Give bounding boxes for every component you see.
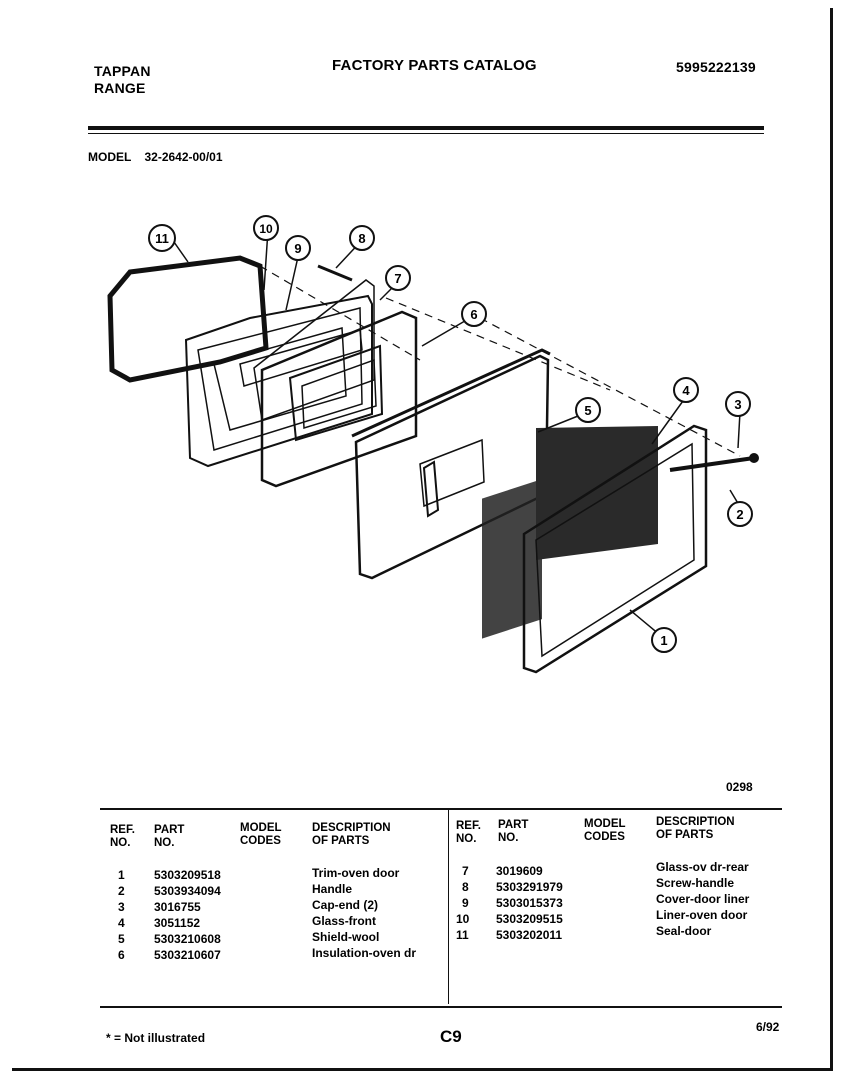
page-frame: [12, 8, 833, 1071]
part-4-shield: [482, 479, 542, 639]
part-6-panel: [260, 310, 418, 488]
svg-text:4: 4: [682, 383, 690, 398]
svg-text:3: 3: [734, 397, 741, 412]
svg-text:1: 1: [660, 633, 667, 648]
callout-9: 9: [285, 235, 311, 261]
not-illustrated-note: * = Not illustrated: [106, 1031, 206, 1045]
catalog-title: FACTORY PARTS CATALOG: [332, 57, 537, 74]
catalog-number: 5995222139: [676, 59, 756, 75]
callout-4: 4: [673, 377, 699, 403]
callout-7: 7: [385, 265, 411, 291]
brand-name: TAPPAN: [94, 63, 151, 79]
svg-text:8: 8: [358, 231, 365, 246]
svg-text:7: 7: [394, 271, 401, 286]
callout-11: 11: [148, 224, 176, 252]
svg-text:6: 6: [470, 307, 477, 322]
revision-date: 6/92: [756, 1020, 780, 1034]
svg-text:11: 11: [155, 231, 169, 246]
part-2-handle: [669, 456, 755, 472]
callout-3: 3: [725, 391, 751, 417]
page-number: C9: [440, 1027, 462, 1046]
svg-text:9: 9: [294, 241, 301, 256]
header-rule: [88, 126, 764, 130]
th-ref-left: REF.NO.: [110, 824, 135, 849]
part-3-cap: [749, 453, 759, 463]
part-11-seal: [107, 255, 269, 383]
part-9-cover: [239, 329, 363, 387]
model-label: MODEL: [88, 150, 132, 164]
callout-2: 2: [727, 501, 753, 527]
model-line: MODEL 32-2642-00/01: [88, 150, 223, 164]
svg-text:10: 10: [259, 222, 273, 236]
callout-1: 1: [651, 627, 677, 653]
callout-10: 10: [253, 215, 279, 241]
part-1-trim: [522, 424, 708, 674]
figure-code: 0298: [726, 780, 753, 794]
model-number: 32-2642-00/01: [144, 150, 223, 164]
exploded-door-diagram: 11 10 9 8 7 6 5 4 3 2 1: [107, 215, 759, 674]
callout-5: 5: [575, 397, 601, 423]
parts-table: [100, 808, 782, 1008]
part-7-glass-rear: [253, 279, 375, 422]
table-divider: [448, 808, 449, 1004]
th-ref-right: REF.NO.: [456, 820, 481, 845]
header-rule-thin: [88, 133, 764, 134]
product-type: RANGE: [94, 80, 146, 96]
svg-text:2: 2: [736, 507, 743, 522]
callout-8: 8: [349, 225, 375, 251]
callouts: 11 10 9 8 7 6 5 4 3 2 1: [148, 215, 753, 653]
part-10-liner: [184, 294, 373, 468]
svg-text:5: 5: [584, 403, 591, 418]
callout-6: 6: [461, 301, 487, 327]
